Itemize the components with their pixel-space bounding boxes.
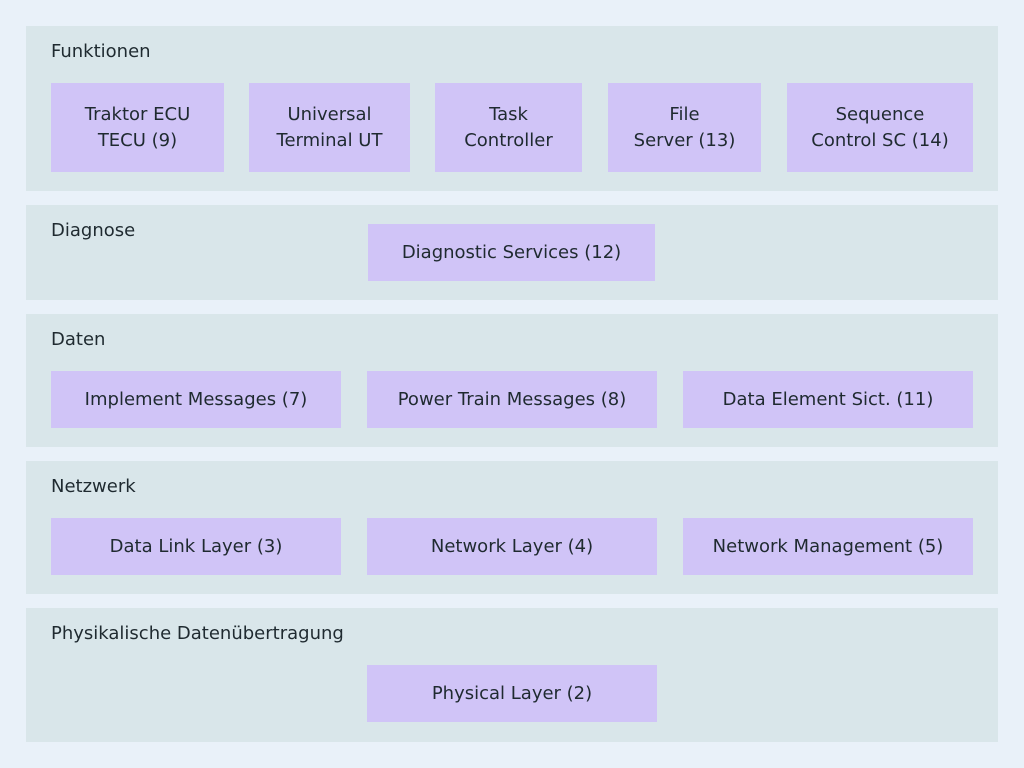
box-diagnostic-services: Diagnostic Services (12) — [368, 224, 655, 281]
box-data-element: Data Element Sict. (11) — [683, 371, 973, 428]
box-physical-layer: Physical Layer (2) — [367, 665, 657, 722]
layer-diagnose: Diagnose Diagnostic Services (12) — [26, 205, 998, 300]
layer-physikalische-datenuebertragung: Physikalische Datenübertragung Physical … — [26, 608, 998, 742]
layer-title: Diagnose — [51, 220, 136, 241]
box-data-link-layer: Data Link Layer (3) — [51, 518, 341, 575]
layer-title: Funktionen — [51, 41, 151, 62]
box-traktor-ecu: Traktor ECU TECU (9) — [51, 83, 224, 172]
layer-netzwerk: Netzwerk Data Link Layer (3) Network Lay… — [26, 461, 998, 594]
box-file-server: File Server (13) — [608, 83, 761, 172]
layer-title: Netzwerk — [51, 476, 136, 497]
box-universal-terminal: Universal Terminal UT — [249, 83, 410, 172]
box-task-controller: Task Controller — [435, 83, 582, 172]
box-network-layer: Network Layer (4) — [367, 518, 657, 575]
box-sequence-control: Sequence Control SC (14) — [787, 83, 973, 172]
layer-title: Daten — [51, 329, 106, 350]
box-implement-messages: Implement Messages (7) — [51, 371, 341, 428]
layer-daten: Daten Implement Messages (7) Power Train… — [26, 314, 998, 447]
layer-title: Physikalische Datenübertragung — [51, 623, 344, 644]
box-power-train-messages: Power Train Messages (8) — [367, 371, 657, 428]
box-network-management: Network Management (5) — [683, 518, 973, 575]
layer-funktionen: Funktionen Traktor ECU TECU (9) Universa… — [26, 26, 998, 191]
